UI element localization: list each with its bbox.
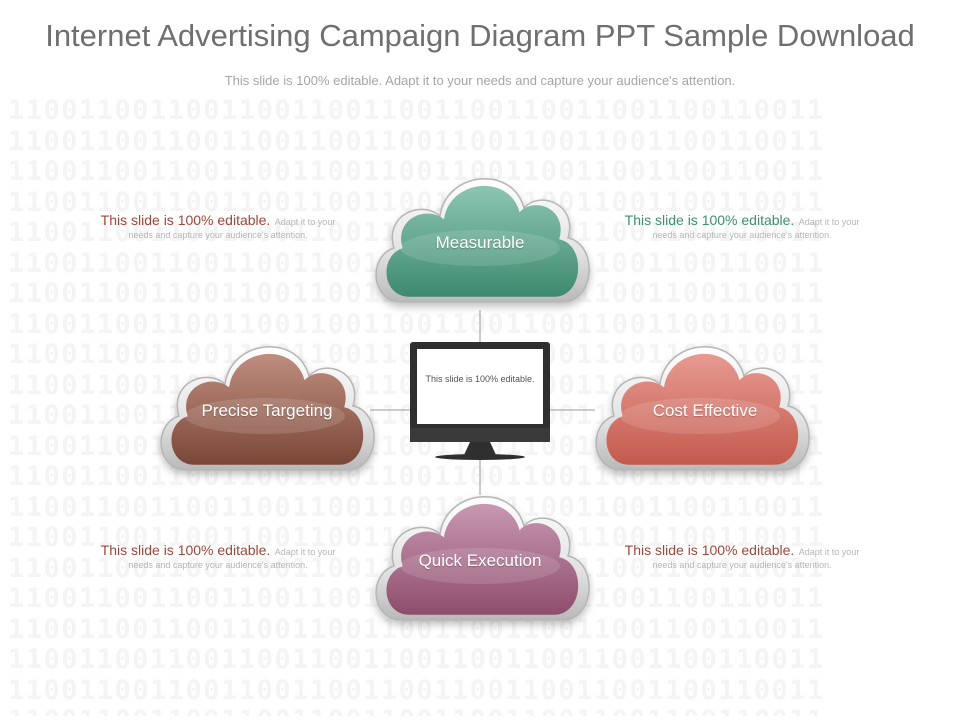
cloud-quick-execution: [375, 495, 590, 621]
cloud-label-precise-targeting: Precise Targeting: [201, 401, 333, 420]
description-body: Adapt it to your needs and capture your …: [128, 547, 336, 570]
cloud-label-cost-effective: Cost Effective: [652, 401, 758, 420]
cloud-label-quick-execution: Quick Execution: [418, 551, 542, 570]
cloud-label-measurable: Measurable: [435, 233, 525, 252]
slide-title: Internet Advertising Campaign Diagram PP…: [45, 18, 915, 53]
cloud-precise-targeting: [160, 345, 375, 471]
description-body: Adapt it to your needs and capture your …: [652, 217, 860, 240]
description-lead: This slide is 100% editable.: [100, 212, 271, 228]
cloud-measurable: [375, 177, 590, 303]
description-lead: This slide is 100% editable.: [624, 542, 795, 558]
description-body: Adapt it to your needs and capture your …: [128, 217, 336, 240]
description-bottom-right: This slide is 100% editable. Adapt it to…: [622, 542, 862, 571]
description-body: Adapt it to your needs and capture your …: [652, 547, 860, 570]
monitor-screen-text: This slide is 100% editable.: [425, 374, 535, 384]
description-top-right: This slide is 100% editable. Adapt it to…: [622, 212, 862, 241]
description-top-left: This slide is 100% editable. Adapt it to…: [98, 212, 338, 241]
slide-subtitle: This slide is 100% editable. Adapt it to…: [224, 73, 736, 88]
connector-lines: [370, 310, 595, 495]
description-lead: This slide is 100% editable.: [624, 212, 795, 228]
description-lead: This slide is 100% editable.: [100, 542, 271, 558]
description-bottom-left: This slide is 100% editable. Adapt it to…: [98, 542, 338, 571]
monitor-icon: [410, 342, 550, 460]
cloud-cost-effective: [595, 345, 810, 471]
